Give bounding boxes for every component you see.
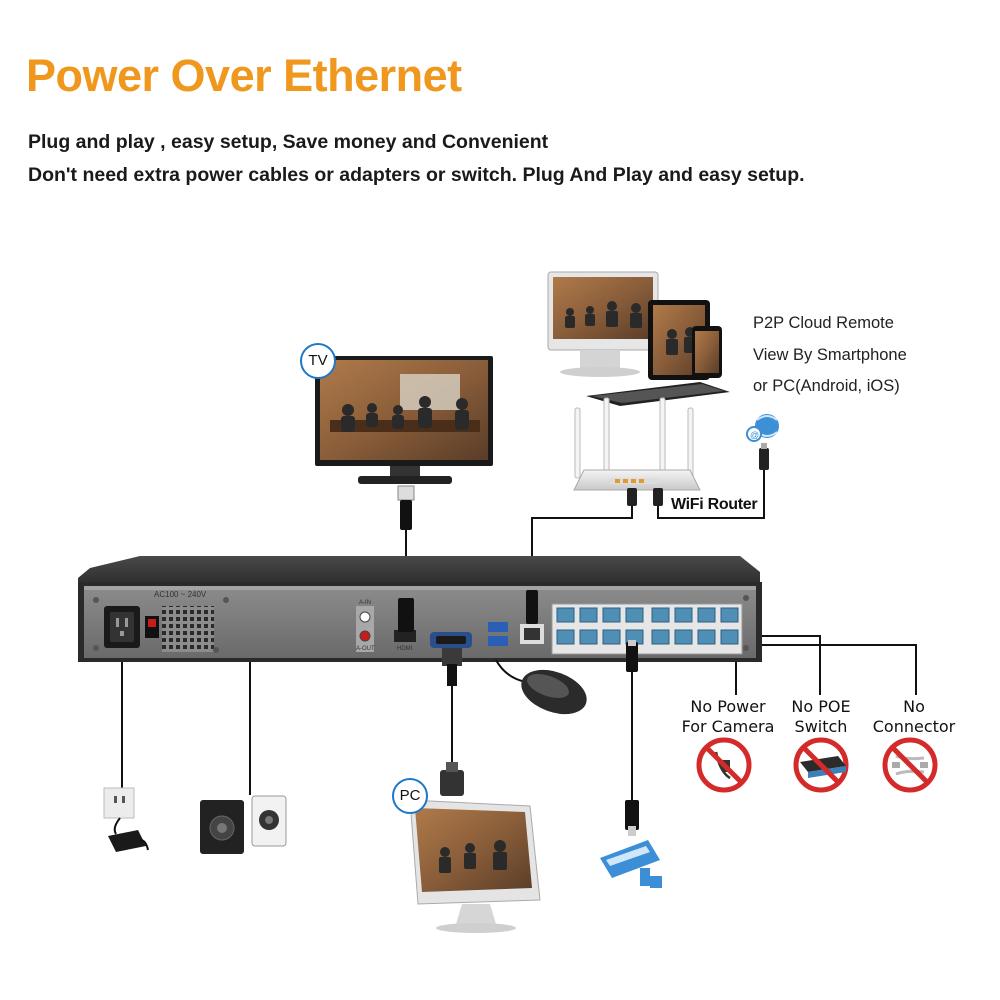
power-rating-label: AC100 ~ 240V <box>154 590 207 599</box>
tv-label: TV <box>300 343 336 379</box>
pc-label: PC <box>392 778 428 814</box>
pc-monitor <box>409 762 541 933</box>
warning-no-power-camera: No Power For Camera <box>676 697 780 737</box>
warning-line-2: Switch <box>794 717 848 736</box>
p2p-line-2: View By Smartphone <box>753 345 907 364</box>
remote-devices <box>547 271 730 406</box>
prohibit-no-connector-icon <box>882 737 938 793</box>
ip-camera-icon <box>600 800 662 888</box>
power-outlet-icon <box>103 787 149 852</box>
tv-monitor <box>315 356 493 530</box>
hdmi-label: HDMI <box>397 646 413 652</box>
warning-line-1: No Power <box>690 697 766 716</box>
cables <box>121 470 917 800</box>
speakers-icon <box>200 795 287 854</box>
wifi-router-label: WiFi Router <box>671 496 758 513</box>
mouse-icon <box>495 659 587 715</box>
audio-in-label: A-IN <box>359 600 371 606</box>
page-title: Power Over Ethernet <box>26 50 462 101</box>
audio-out-label: A-OUT <box>356 646 375 652</box>
warning-line-2: For Camera <box>681 717 775 736</box>
poe-ports <box>551 603 743 655</box>
prohibit-no-switch-icon <box>793 737 849 793</box>
svg-text:@: @ <box>750 430 759 440</box>
warning-line-1: No POE <box>791 697 851 716</box>
p2p-line-1: P2P Cloud Remote <box>753 314 894 332</box>
subtitle-line-2: Don't need extra power cables or adapter… <box>28 164 805 186</box>
warning-line-1: No <box>903 697 925 716</box>
warning-no-poe-switch: No POE Switch <box>778 697 864 737</box>
internet-globe-icon: @ <box>746 414 779 470</box>
p2p-line-3: or PC(Android, iOS) <box>753 377 900 395</box>
p2p-remote-text: P2P Cloud Remote View By Smartphone or P… <box>753 308 907 403</box>
wifi-router <box>573 397 701 506</box>
prohibit-no-power-icon <box>696 737 752 793</box>
warning-no-connector: No Connector <box>866 697 962 737</box>
warning-line-2: Connector <box>872 717 956 736</box>
subtitle-line-1: Plug and play , easy setup, Save money a… <box>28 131 549 153</box>
nvr-recorder <box>78 556 762 686</box>
